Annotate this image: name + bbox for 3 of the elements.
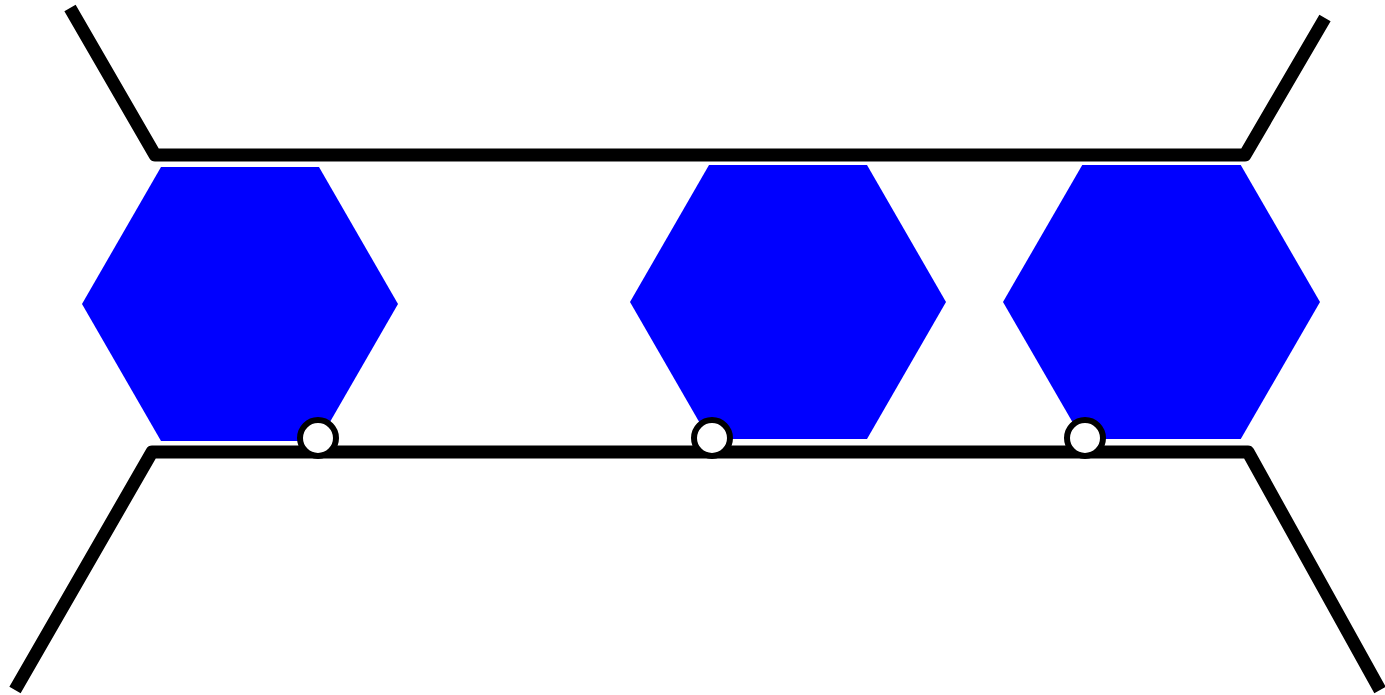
hexagon-shape — [630, 165, 946, 439]
hexagon-shape — [1003, 165, 1320, 439]
hexagon-shape — [82, 167, 398, 441]
